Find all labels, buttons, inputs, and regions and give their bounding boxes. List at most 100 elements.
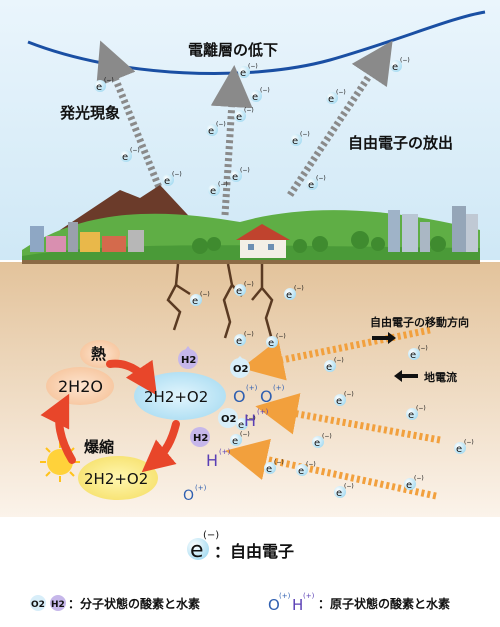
electron: e(−) [236,415,256,431]
o-atom: O [233,387,246,406]
svg-text:e: e [236,112,242,123]
free-electron-release-label: 自由電子の放出 [348,134,453,152]
svg-text:e: e [408,410,414,421]
water-label: 2H2O [58,377,103,396]
electron: e(−) [408,345,428,361]
electron: e(−) [306,175,326,191]
ground-arrow-3 [225,438,437,500]
svg-text:e: e [326,362,332,373]
svg-text:(−): (−) [334,357,344,364]
svg-text:e: e [208,126,214,137]
electron: e(−) [334,483,354,499]
svg-text:(−): (−) [244,107,254,114]
svg-text:e: e [392,62,398,73]
legend-atom-h: H [292,596,303,614]
heat-label: 熱 [91,345,106,363]
svg-text:e: e [406,480,412,491]
hydrogen-oxygen-bottom-label: 2H2+O2 [84,470,148,488]
cycle-arrows [40,359,180,473]
svg-text:e: e [292,136,298,147]
svg-text:(−): (−) [218,181,228,188]
cycle-arrow-top [106,359,157,396]
electron: e(−) [334,391,354,407]
electron: e(−) [454,439,474,455]
legend-electron-text: ：自由電子 [214,542,294,561]
svg-text:(−): (−) [260,87,270,94]
legend-atom-o-sup: (+) [279,592,291,600]
h-atom: H [244,411,256,430]
svg-text:e: e [96,82,102,93]
ground-arrows [225,326,441,500]
atoms: O (+) O (+) H (+) H (+) O (+) [183,384,285,504]
ground-arrow-2 [255,393,441,444]
h2-molecule-label: H2 [181,355,196,366]
svg-text:(−): (−) [274,459,284,466]
electron: e(−) [234,107,254,123]
earth-current-label: 地電流 [424,370,457,384]
electron: e(−) [120,147,140,163]
city-right [388,206,478,252]
electron: e(−) [230,167,250,183]
svg-text:(−): (−) [336,89,346,96]
svg-text:(−): (−) [414,475,424,482]
legend-atom-o: O [268,596,280,614]
electron: e(−) [208,181,228,197]
svg-text:e: e [164,176,170,187]
electrons: e(−) e(−) e(−) e(−) e(−) e(−) e(−) e(−) … [94,57,474,499]
svg-text:e: e [298,466,304,477]
legend-atoms: O (+) H (+) ：原子状態の酸素と水素 [268,592,450,614]
svg-text:e: e [410,350,416,361]
electron: e(−) [206,121,226,137]
electron: e(−) [190,291,210,307]
svg-text:e: e [232,436,238,447]
electron-direction-arrow [372,332,396,344]
svg-text:(−): (−) [104,77,114,84]
svg-text:(−): (−) [172,171,182,178]
legend-electron-sup: (−) [203,530,219,541]
hydrogen-oxygen-bottom-blob [78,456,158,500]
svg-text:e: e [286,290,292,301]
electron: e(−) [284,285,304,301]
sky-arrows [96,40,393,222]
svg-text:e: e [336,488,342,499]
svg-text:e: e [236,336,242,347]
luminescence-label: 発光現象 [59,104,120,122]
svg-text:e: e [192,296,198,307]
h2-molecule-label-b: H2 [193,433,208,444]
svg-text:(−): (−) [130,147,140,154]
o2-droplet-b [218,408,238,428]
svg-text:(−): (−) [316,175,326,182]
legend-atom-text: ：原子状態の酸素と水素 [318,596,450,611]
svg-text:e: e [252,92,258,103]
svg-text:e: e [328,94,334,105]
o2-molecule-label: O2 [233,364,249,375]
o-atom-3-sup: (+) [195,484,207,492]
o-atom-sup: (+) [246,384,258,392]
svg-text:(−): (−) [294,285,304,292]
svg-text:e: e [236,286,242,297]
svg-text:(−): (−) [200,291,210,298]
cycle-arrow-right [141,420,180,473]
svg-text:(−): (−) [306,461,316,468]
electron: e(−) [296,461,316,477]
electron: e(−) [406,405,426,421]
legend-atom-h-sup: (+) [303,592,315,600]
ionosphere-label: 電離層の低下 [188,41,278,59]
legend-h2: H2 [51,600,65,610]
electron: e(−) [94,77,114,93]
svg-text:e: e [240,68,246,79]
explosive-compression-label: 爆縮 [84,438,114,456]
svg-text:e: e [268,338,274,349]
svg-text:(−): (−) [344,391,354,398]
svg-text:e: e [238,420,244,431]
electron: e(−) [230,431,250,447]
sky-arrow-1 [96,40,176,222]
svg-text:(−): (−) [216,121,226,128]
svg-text:(−): (−) [344,483,354,490]
svg-text:(−): (−) [244,281,254,288]
legend-o2: O2 [31,600,45,610]
svg-text:e: e [308,180,314,191]
ground-arrow-1 [241,326,431,381]
electron: e(−) [312,433,332,449]
svg-text:(−): (−) [248,63,258,70]
